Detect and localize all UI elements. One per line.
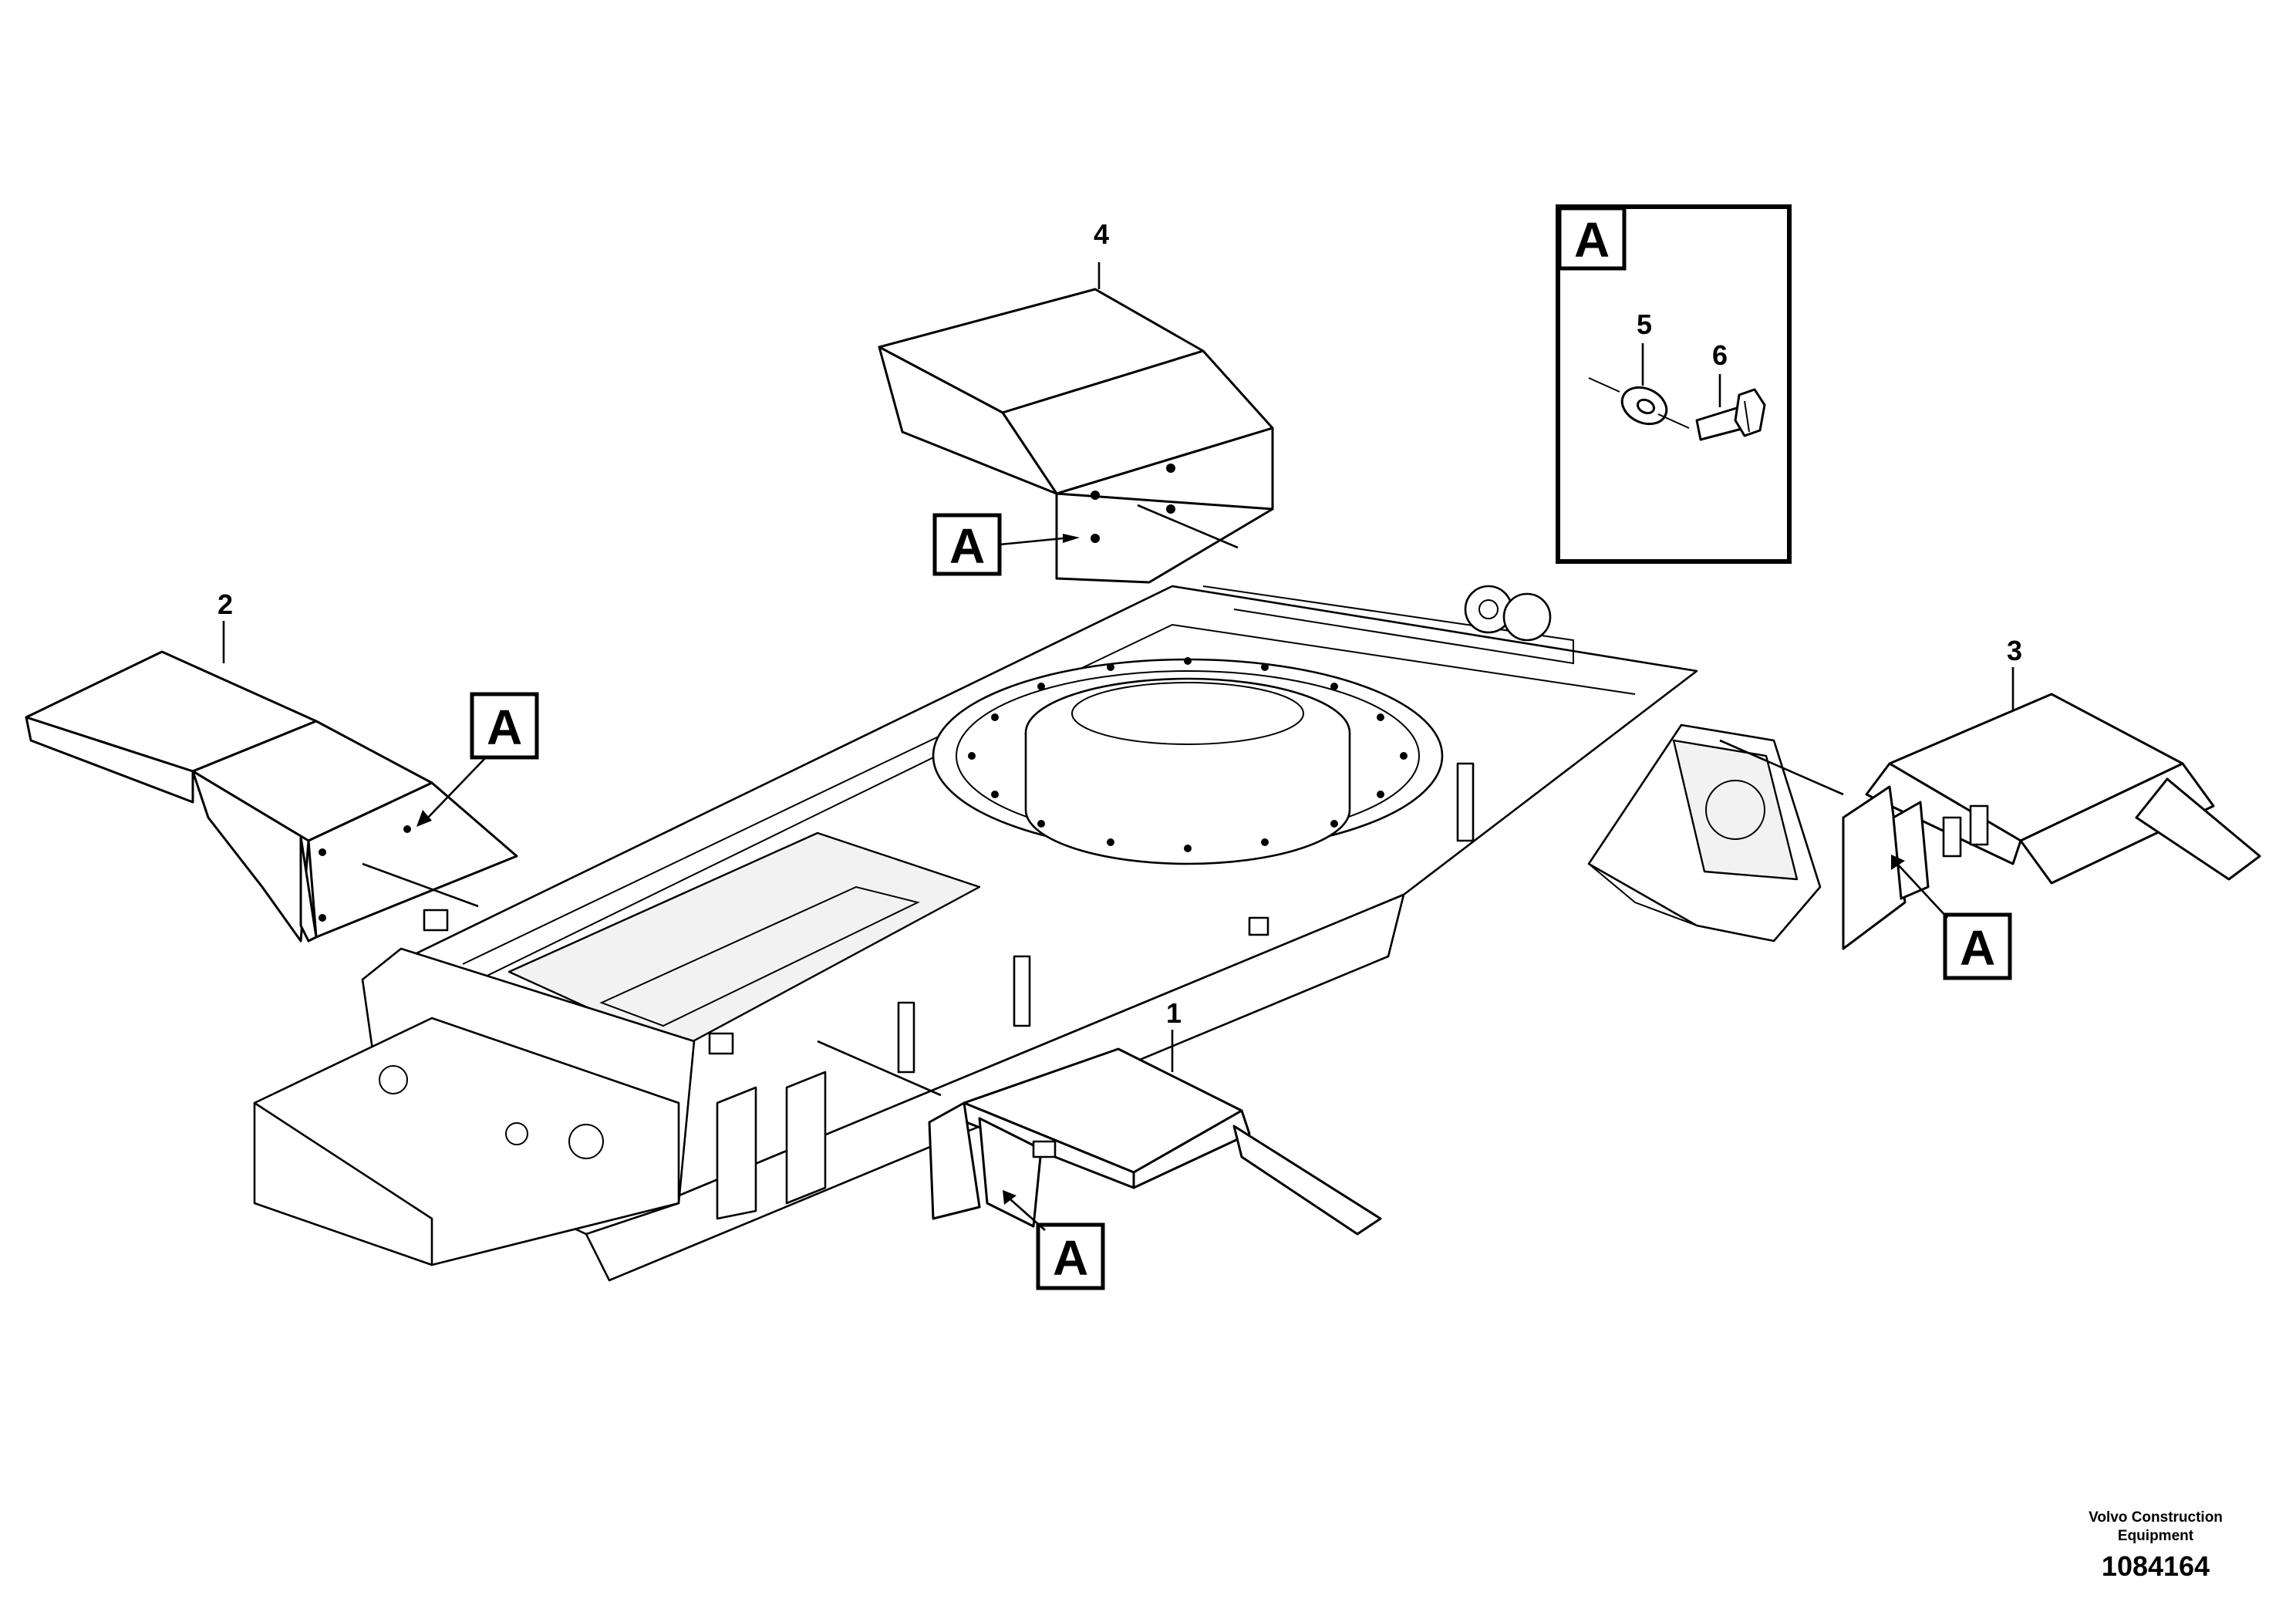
part-4-upper-cover (878, 288, 1274, 584)
bolt-part-6 (1657, 388, 1766, 441)
drawing-number: 1084164 (2102, 1550, 2210, 1582)
part-2-left-cover (25, 650, 518, 943)
part-3-right-cover (1719, 693, 2261, 950)
part-1-front-cover (817, 1040, 1382, 1236)
callout-3: 3 (2007, 635, 2022, 666)
company-name-line-2: Equipment (2118, 1528, 2194, 1544)
company-name-line-1: Volvo Construction (2089, 1509, 2223, 1526)
detail-a-box: A 5 6 (1556, 204, 1792, 564)
detail-a-label: A (1574, 212, 1610, 268)
ref-letter-a: A (1960, 920, 1995, 976)
callout-1: 1 (1166, 997, 1182, 1029)
callout-6: 6 (1712, 339, 1728, 371)
callout-2: 2 (217, 588, 233, 620)
ref-letter-a: A (949, 518, 985, 574)
ref-letter-a: A (487, 700, 522, 755)
ref-marker-a-part-1: A (1003, 1190, 1105, 1290)
callout-4: 4 (1094, 218, 1109, 250)
ref-marker-a-part-4: A (932, 513, 1080, 576)
footer-credit: Volvo Construction Equipment 1084164 (2089, 1509, 2223, 1582)
ref-marker-a-part-3: A (1891, 855, 2012, 980)
washer-part-5 (1588, 377, 1668, 426)
ref-letter-a: A (1053, 1230, 1088, 1286)
ref-marker-a-part-2: A (416, 692, 539, 827)
callout-5: 5 (1637, 309, 1652, 340)
undercarriage-carbody-frame (253, 585, 1822, 1282)
